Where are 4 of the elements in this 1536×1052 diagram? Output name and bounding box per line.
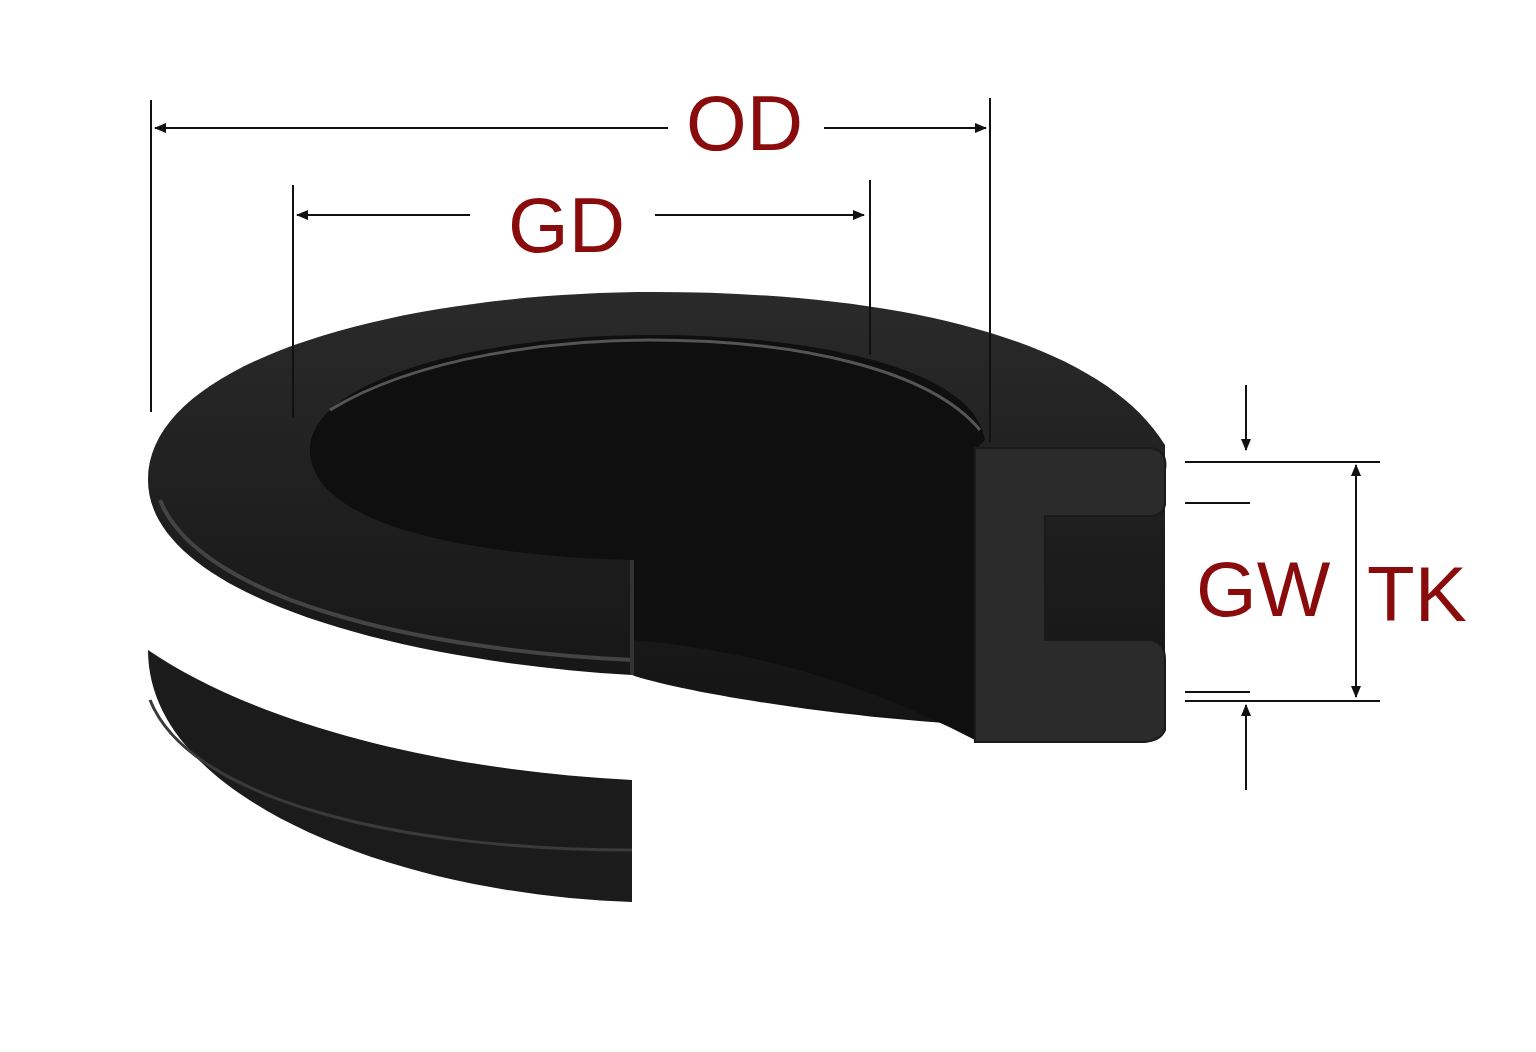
dimension-label: OD <box>686 84 803 162</box>
dimension-label: TK <box>1367 555 1467 633</box>
dimension-label: GD <box>508 186 625 264</box>
dimension-label: GW <box>1196 550 1331 628</box>
